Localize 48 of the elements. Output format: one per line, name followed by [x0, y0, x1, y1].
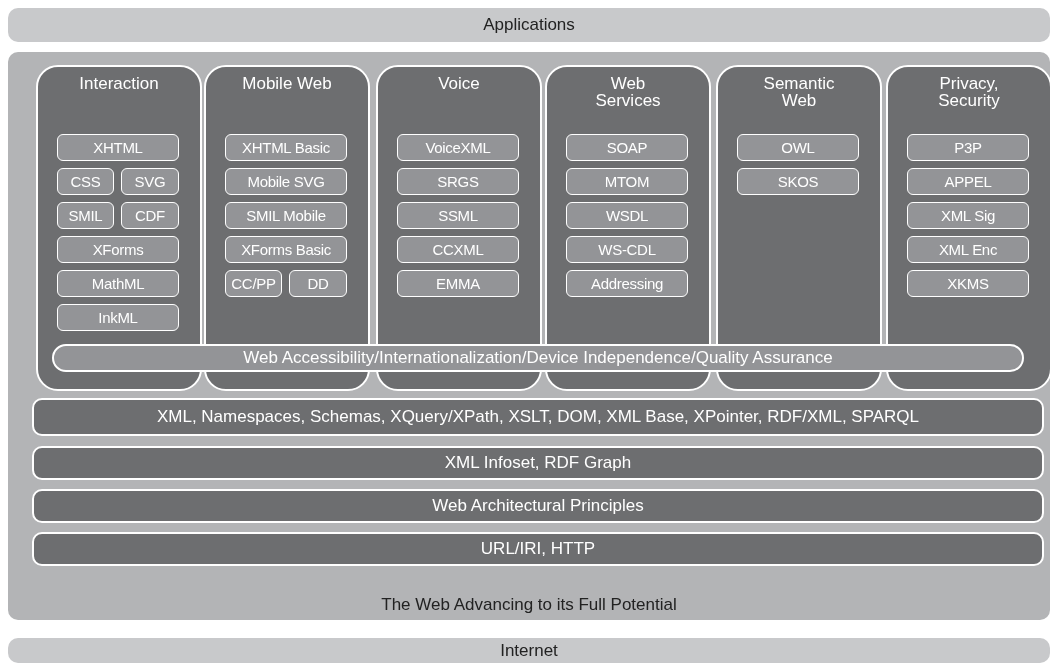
- technology-box: XForms: [57, 236, 179, 263]
- technology-box: CC/PP: [225, 270, 282, 297]
- technology-box: OWL: [737, 134, 859, 161]
- technology-box: XML Sig: [907, 202, 1029, 229]
- technology-box: SVG: [121, 168, 179, 195]
- technology-box: WSDL: [566, 202, 688, 229]
- technology-box: Addressing: [566, 270, 688, 297]
- layer-band: Applications: [8, 8, 1050, 42]
- technology-box: CSS: [57, 168, 114, 195]
- technology-box: VoiceXML: [397, 134, 519, 161]
- technology-box: CCXML: [397, 236, 519, 263]
- stack-panel: [8, 52, 1050, 620]
- column-heading: Semantic Web: [762, 75, 836, 109]
- technology-box: XKMS: [907, 270, 1029, 297]
- technology-box: WS-CDL: [566, 236, 688, 263]
- column-heading: Interaction: [78, 75, 160, 92]
- column-heading: Web Services: [594, 75, 662, 109]
- layer-band: Internet: [8, 638, 1050, 663]
- layer-band: XML, Namespaces, Schemas, XQuery/XPath, XSLT, DOM, XML Base, XPointer, RDF/XML, SPARQL: [32, 398, 1044, 436]
- technology-box: Mobile SVG: [225, 168, 347, 195]
- technology-box: DD: [289, 270, 347, 297]
- column-panel: [886, 65, 1052, 391]
- technology-box: XML Enc: [907, 236, 1029, 263]
- layer-band: URL/IRI, HTTP: [32, 532, 1044, 566]
- technology-box: XForms Basic: [225, 236, 347, 263]
- layer-band: XML Infoset, RDF Graph: [32, 446, 1044, 480]
- technology-box: P3P: [907, 134, 1029, 161]
- technology-box: XHTML: [57, 134, 179, 161]
- cross-cutting-band: Web Accessibility/Internationalization/Device Independence/Quality Assurance: [52, 344, 1024, 372]
- technology-box: SRGS: [397, 168, 519, 195]
- column-heading: Privacy, Security: [937, 75, 1001, 109]
- technology-box: SOAP: [566, 134, 688, 161]
- technology-box: CDF: [121, 202, 179, 229]
- technology-box: MathML: [57, 270, 179, 297]
- technology-box: MTOM: [566, 168, 688, 195]
- technology-box: XHTML Basic: [225, 134, 347, 161]
- technology-box: InkML: [57, 304, 179, 331]
- technology-box: SMIL: [57, 202, 114, 229]
- column-panel: [36, 65, 202, 391]
- technology-box: SKOS: [737, 168, 859, 195]
- stack-caption: The Web Advancing to its Full Potential: [380, 595, 678, 615]
- technology-box: SSML: [397, 202, 519, 229]
- column-heading: Voice: [437, 75, 481, 92]
- column-heading: Mobile Web: [241, 75, 333, 92]
- technology-box: SMIL Mobile: [225, 202, 347, 229]
- technology-box: APPEL: [907, 168, 1029, 195]
- technology-box: EMMA: [397, 270, 519, 297]
- layer-band: Web Architectural Principles: [32, 489, 1044, 523]
